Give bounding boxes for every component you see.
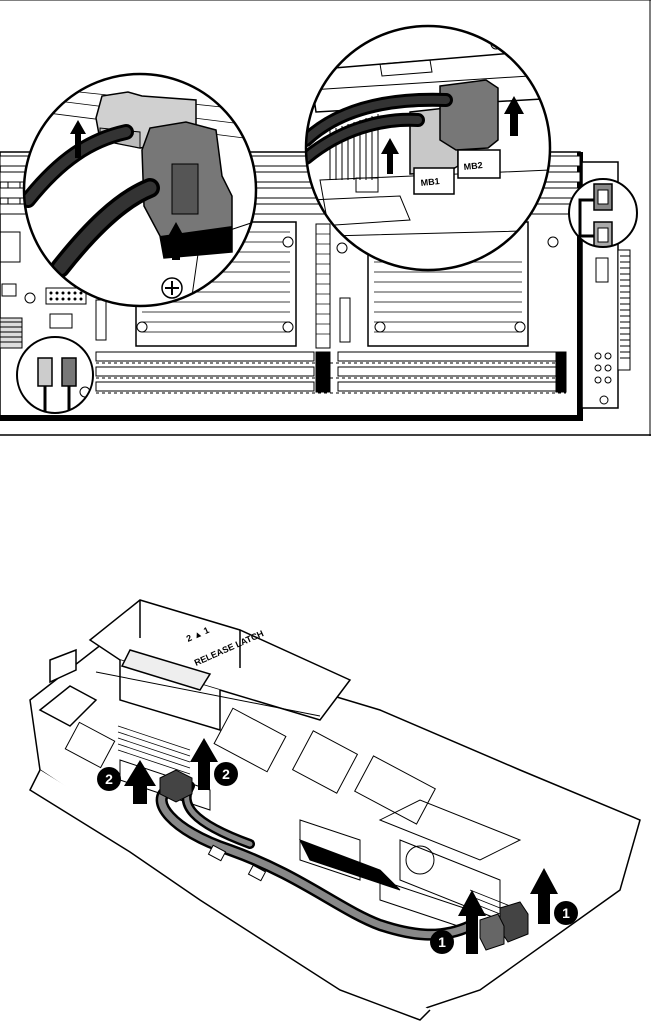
callout-number: 2 [222, 766, 230, 782]
callout-1-left: 1 [430, 930, 454, 954]
callout-2-left: 2 [97, 767, 121, 791]
callout-number: 1 [438, 934, 446, 950]
connector-label-mb1: MB1 [420, 176, 440, 188]
server-tray-cable-figure: 2 ▲ 1 RELEASE LATCH 2 2 1 1 [0, 590, 651, 1024]
connector-label-mb2: MB2 [463, 160, 483, 172]
server-tray-illustration: 2 ▲ 1 RELEASE LATCH 2 2 1 1 [0, 590, 651, 1024]
callout-1-right: 1 [554, 901, 578, 925]
callout-number: 1 [562, 905, 570, 921]
callout-number: 2 [105, 771, 113, 787]
motherboard-cable-illustration: MB1 MB2 [0, 0, 651, 436]
callout-small-left [17, 337, 93, 413]
callout-small-right [569, 179, 637, 248]
motherboard-cable-figure: MB1 MB2 [0, 0, 651, 436]
callout-2-right: 2 [214, 762, 238, 786]
server-tray [30, 600, 640, 1020]
